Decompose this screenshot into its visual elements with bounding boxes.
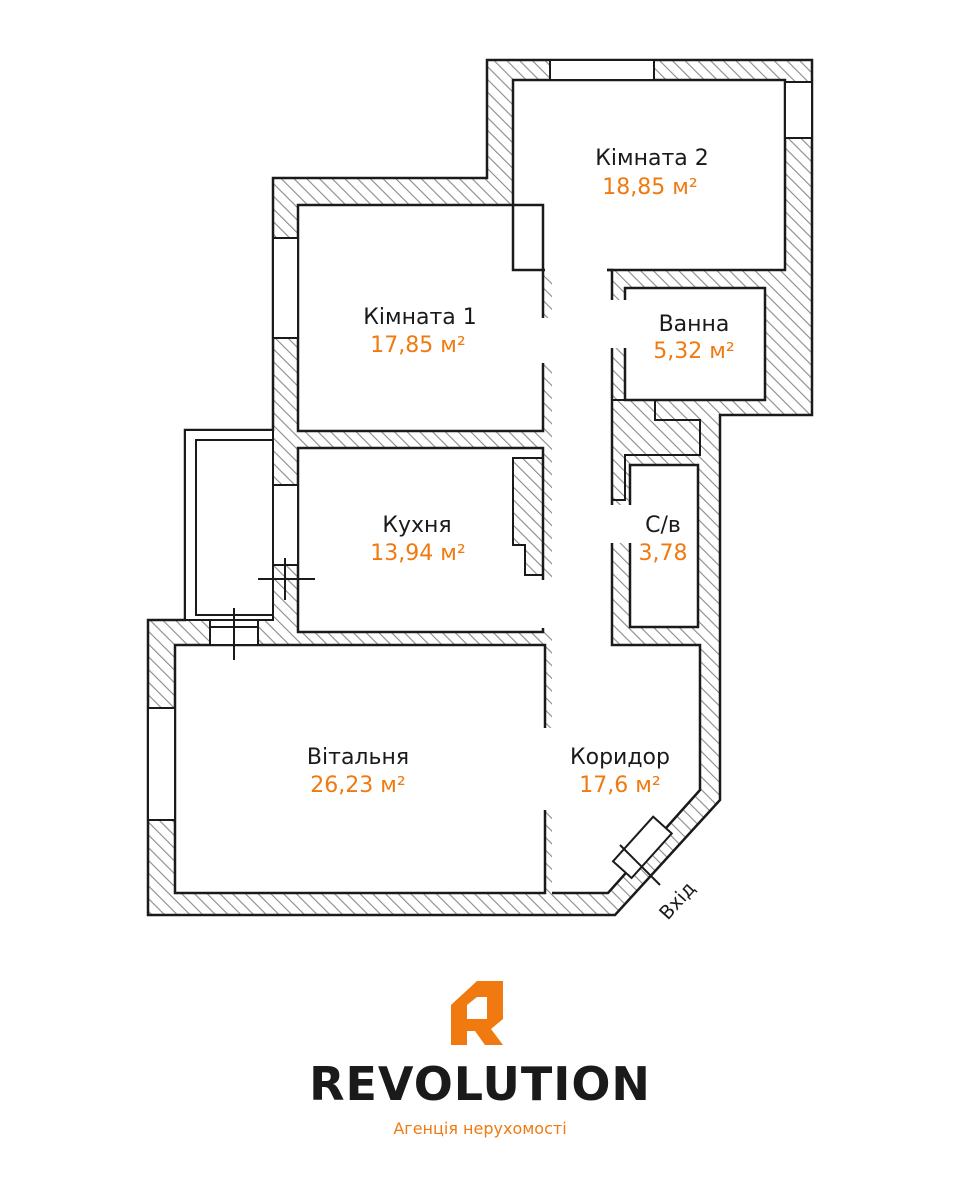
walls — [146, 58, 814, 917]
room-area-room1: 17,85 м² — [370, 333, 465, 358]
door-gap-room2 — [545, 265, 607, 277]
door-gap-room1 — [538, 318, 558, 363]
bathroom-wall-hatch — [611, 399, 701, 501]
room-area-living: 26,23 м² — [310, 773, 405, 798]
entrance-label: Вхід — [655, 878, 700, 924]
room-outline-wc — [628, 463, 700, 629]
brand-tagline: Агенція нерухомості — [393, 1119, 567, 1138]
window-room1 — [272, 237, 299, 339]
room-name-wc: С/в — [645, 513, 681, 538]
room-name-bathroom: Ванна — [659, 312, 730, 337]
marker-entrance — [619, 844, 661, 886]
door-gap-wc — [607, 505, 635, 543]
room-name-room1: Кімната 1 — [363, 305, 476, 330]
room-name-corridor: Коридор — [570, 745, 670, 770]
floor-plan: Кімната 2 18,85 м² Кімната 1 17,85 м² Ва… — [146, 58, 814, 924]
room-area-kitchen: 13,94 м² — [370, 541, 465, 566]
window-living — [147, 707, 176, 821]
window-room2-top — [549, 59, 655, 81]
room-name-room2: Кімната 2 — [595, 146, 708, 171]
room-area-wc: 3,78 — [639, 541, 688, 566]
balcony-inner — [195, 439, 274, 616]
room-name-living: Вітальня — [307, 745, 409, 770]
door-gap-kitchen — [538, 580, 558, 628]
room-area-room2: 18,85 м² — [602, 175, 697, 200]
house-door-icon — [451, 981, 503, 1045]
brand-name: REVOLUTION — [309, 1057, 651, 1111]
door-gap-bathroom — [607, 300, 629, 348]
window-entrance — [611, 815, 674, 880]
door-gap-living — [538, 728, 558, 810]
window-kitchen — [272, 484, 299, 566]
room-name-kitchen: Кухня — [382, 513, 451, 538]
brand-block: REVOLUTION Агенція нерухомості — [0, 975, 960, 1137]
room-area-bathroom: 5,32 м² — [653, 339, 734, 364]
room-area-corridor: 17,6 м² — [579, 773, 660, 798]
window-room2-right — [784, 81, 813, 139]
corridor-outline — [552, 268, 702, 895]
